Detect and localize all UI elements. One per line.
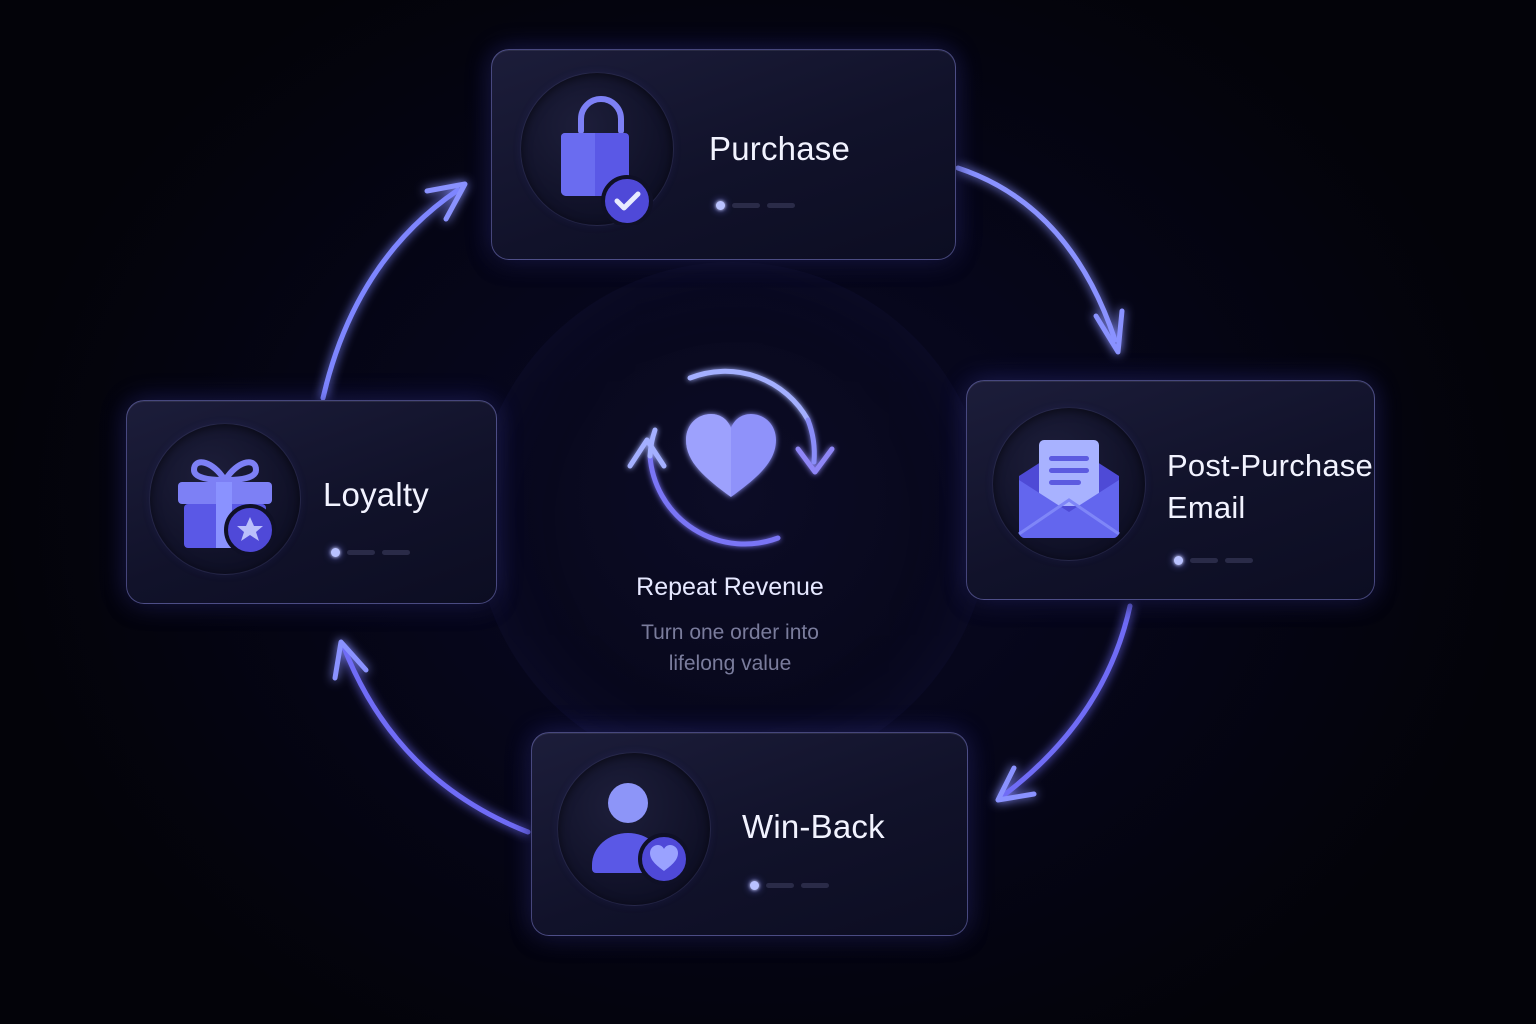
card-win-back[interactable]: Win-Back bbox=[531, 732, 968, 936]
shopping-bag-check-icon bbox=[561, 96, 653, 225]
heart-cycle-icon bbox=[627, 368, 835, 547]
center-disc bbox=[475, 262, 990, 777]
indicator-dash bbox=[766, 883, 794, 888]
user-heart-icon bbox=[592, 783, 690, 885]
indicator-active-dot bbox=[716, 201, 725, 210]
center-title: Repeat Revenue bbox=[636, 573, 824, 601]
card-post-purchase-indicator bbox=[1174, 556, 1253, 565]
gift-star-icon bbox=[178, 459, 276, 556]
icon-badge-win-back bbox=[557, 752, 711, 906]
card-win-back-indicator bbox=[750, 881, 829, 890]
card-win-back-title: Win-Back bbox=[742, 808, 885, 845]
card-purchase-title: Purchase bbox=[709, 130, 851, 167]
card-post-purchase-title-line1: Post-Purchase bbox=[1167, 448, 1373, 483]
card-loyalty[interactable]: Loyalty bbox=[126, 400, 497, 604]
card-purchase[interactable]: Purchase bbox=[491, 49, 956, 260]
card-post-purchase-title-line2: Email bbox=[1167, 490, 1246, 525]
indicator-dash bbox=[767, 203, 795, 208]
icon-badge-loyalty bbox=[149, 423, 301, 575]
arrow-email-to-winback bbox=[995, 603, 1133, 803]
card-purchase-indicator bbox=[716, 201, 795, 210]
indicator-dash bbox=[347, 550, 375, 555]
icon-badge-purchase bbox=[520, 72, 674, 226]
icon-badge-email bbox=[992, 407, 1146, 561]
indicator-dash bbox=[801, 883, 829, 888]
arrow-winback-to-loyalty bbox=[332, 639, 531, 835]
card-loyalty-indicator bbox=[331, 548, 410, 557]
indicator-active-dot bbox=[750, 881, 759, 890]
envelope-letter-icon bbox=[1018, 440, 1120, 538]
card-post-purchase-title: Post-Purchase Email bbox=[1167, 445, 1373, 529]
arrow-loyalty-to-purchase bbox=[320, 181, 468, 401]
indicator-dash bbox=[1225, 558, 1253, 563]
card-post-purchase-email[interactable]: Post-Purchase Email bbox=[966, 380, 1375, 600]
indicator-dash bbox=[382, 550, 410, 555]
center-subtitle-line1: Turn one order into bbox=[641, 621, 819, 644]
center-subtitle: Turn one order into lifelong value bbox=[530, 617, 930, 679]
indicator-active-dot bbox=[1174, 556, 1183, 565]
indicator-dash bbox=[732, 203, 760, 208]
arrow-purchase-to-email bbox=[955, 165, 1125, 355]
center-subtitle-line2: lifelong value bbox=[668, 652, 792, 675]
card-loyalty-title: Loyalty bbox=[323, 476, 429, 513]
indicator-dash bbox=[1190, 558, 1218, 563]
indicator-active-dot bbox=[331, 548, 340, 557]
